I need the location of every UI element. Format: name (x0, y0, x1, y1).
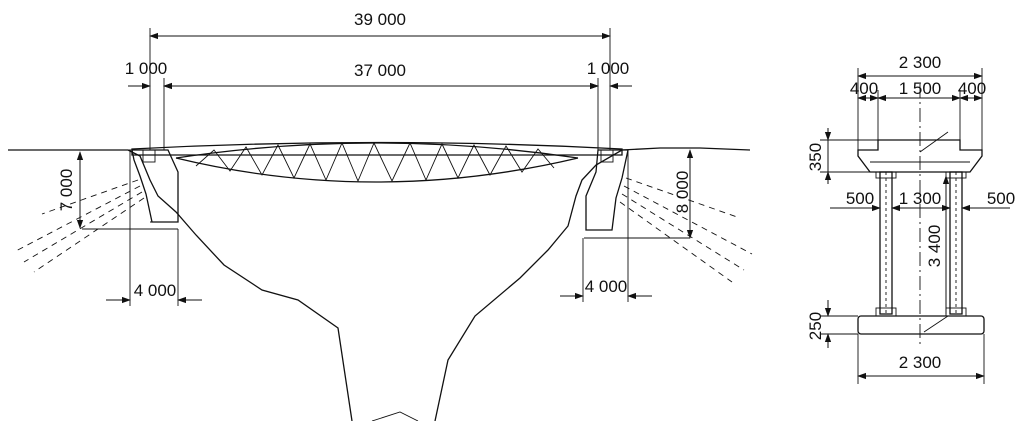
ground-profile-right (434, 147, 751, 421)
deck (131, 141, 623, 156)
bridge-elevation: 39 000 37 000 1 000 1 000 7 000 8 000 4 … (8, 10, 753, 421)
right-anchor-lines (619, 177, 753, 283)
left-column-cap (875, 171, 897, 179)
label-left-end: 1 000 (125, 59, 168, 78)
label-right-base: 4 000 (585, 277, 628, 296)
label-footing-height: 250 (806, 312, 825, 340)
arch-top (175, 142, 579, 159)
left-anchor-lines (13, 179, 145, 273)
cross-section: 2 300 400 1 500 400 350 500 1 300 500 3 … (806, 53, 1015, 384)
right-column-cap (945, 171, 967, 179)
right-bearing (600, 149, 614, 163)
section-deck-diag (919, 131, 949, 153)
right-abutment (585, 149, 629, 231)
label-right-depth: 8 000 (673, 171, 692, 214)
label-right-end: 1 000 (587, 59, 630, 78)
arch-truss-web (195, 141, 555, 183)
label-footing-width: 2 300 (899, 353, 942, 372)
left-bearing (142, 149, 156, 163)
label-deck-middle: 1 500 (899, 79, 942, 98)
label-left-overhang: 400 (850, 79, 878, 98)
arch-bottom (175, 157, 579, 183)
label-right-offset: 500 (987, 189, 1015, 208)
label-left-depth: 7 000 (57, 169, 76, 212)
label-column-height: 3 400 (925, 225, 944, 268)
label-clear-span: 37 000 (354, 61, 406, 80)
section-footing (857, 315, 985, 335)
valley-bottom (371, 411, 419, 421)
label-column-spacing: 1 300 (899, 189, 942, 208)
label-total-span: 39 000 (354, 10, 406, 29)
label-top-width: 2 300 (899, 53, 942, 72)
label-left-offset: 500 (846, 189, 874, 208)
section-footing-diag (923, 315, 949, 333)
label-right-overhang: 400 (958, 79, 986, 98)
label-deck-height: 350 (806, 143, 825, 171)
label-left-base: 4 000 (134, 281, 177, 300)
